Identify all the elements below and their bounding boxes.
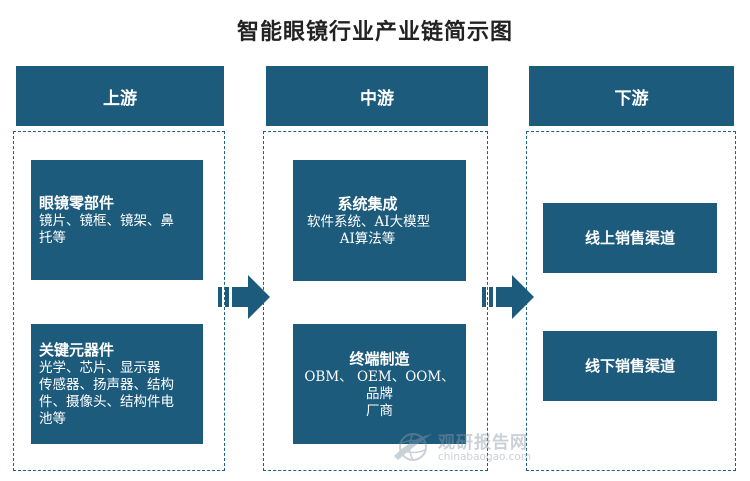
card-body-line: 镜片、镜框、镜架、鼻 xyxy=(39,213,174,229)
column-header-midstream: 中游 xyxy=(266,66,488,126)
column-header-label: 中游 xyxy=(360,88,394,109)
page-title: 智能眼镜行业产业链简示图 xyxy=(236,19,513,45)
watermark: 观研报告网 chinabaogao.com xyxy=(388,424,548,472)
card-title: 眼镜零部件 xyxy=(39,194,115,212)
card-body-line: 件、摄像头、结构件电 xyxy=(39,394,174,410)
card-body-line: 软件系统、AI大模型 xyxy=(307,213,431,230)
card-body-line: 托等 xyxy=(39,230,66,246)
column-frame-downstream xyxy=(526,131,736,471)
card-title: 关键元器件 xyxy=(39,341,115,359)
card-title: 系统集成 xyxy=(337,194,398,213)
column-header-downstream: 下游 xyxy=(529,66,734,126)
card-body-line: 厂商 xyxy=(366,402,393,419)
watermark-name: 观研报告网 xyxy=(438,433,528,453)
card-terminal-manufacturing: 终端制造 OBM、 OEM、OOM、品牌 厂商 xyxy=(293,324,466,444)
globe-swoosh-logo-icon xyxy=(394,433,432,461)
card-offline-sales-channel: 线下销售渠道 xyxy=(543,331,717,401)
card-glasses-parts: 眼镜零部件 镜片、镜框、镜架、鼻 托等 xyxy=(31,160,203,280)
card-body-line: 传感器、扬声器、结构 xyxy=(39,377,174,393)
column-frame-upstream xyxy=(13,131,225,471)
card-body-line: 光学、芯片、显示器 xyxy=(39,360,161,376)
card-title: 终端制造 xyxy=(349,349,410,368)
card-system-integration: 系统集成 软件系统、AI大模型 AI算法等 xyxy=(293,160,466,281)
column-header-upstream: 上游 xyxy=(16,66,224,126)
column-frame-midstream xyxy=(263,131,488,471)
card-title: 线下销售渠道 xyxy=(584,357,675,375)
flow-arrow-icon xyxy=(482,275,534,319)
card-online-sales-channel: 线上销售渠道 xyxy=(543,203,717,273)
column-header-label: 上游 xyxy=(103,88,137,109)
card-body-line: AI算法等 xyxy=(339,230,396,247)
watermark-url: chinabaogao.com xyxy=(438,451,532,463)
card-key-components: 关键元器件 光学、芯片、显示器 传感器、扬声器、结构 件、摄像头、结构件电 池等 xyxy=(31,324,203,444)
card-title: 线上销售渠道 xyxy=(584,229,675,247)
flow-arrow-icon xyxy=(218,275,270,319)
card-body-line: 池等 xyxy=(39,411,66,427)
column-header-label: 下游 xyxy=(614,88,649,109)
card-body-line: OBM、 OEM、OOM、品牌 xyxy=(304,368,455,402)
